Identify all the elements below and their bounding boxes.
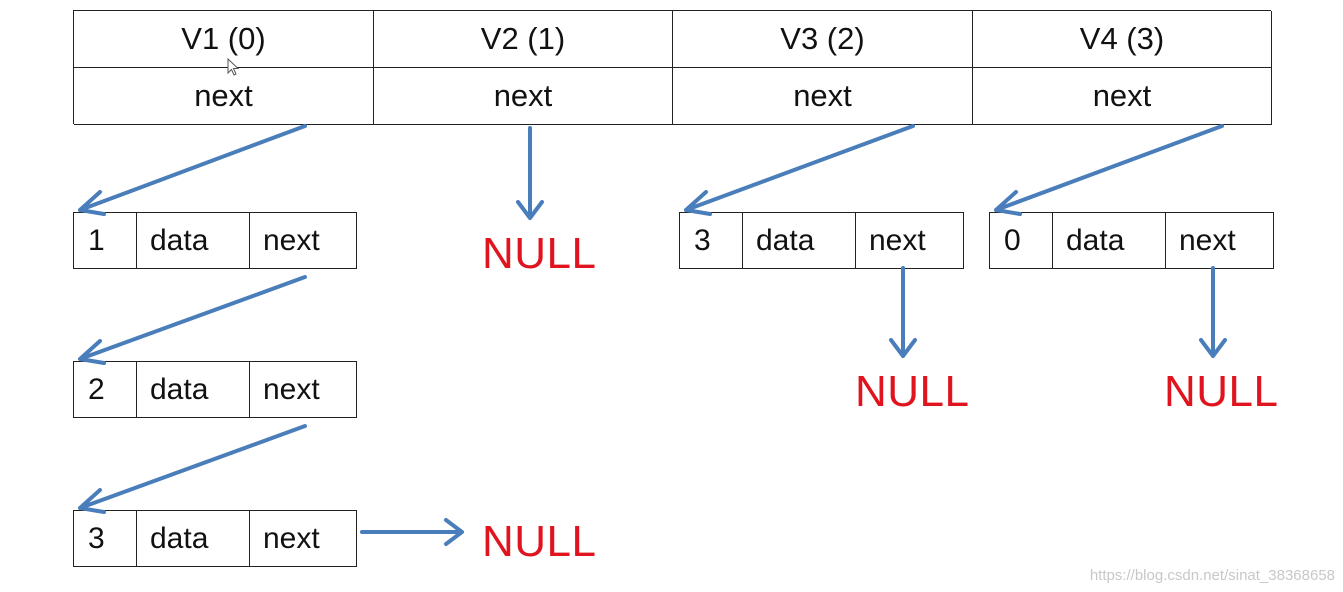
vertex-next-v2: next: [374, 68, 673, 125]
null-label-v1-tail: NULL: [482, 517, 597, 566]
mouse-cursor-icon: [227, 58, 240, 76]
node-next: next: [263, 521, 320, 555]
node-next: next: [869, 223, 926, 257]
watermark: https://blog.csdn.net/sinat_38368658: [1089, 567, 1335, 584]
arrow-node1-to-node2: [78, 275, 307, 365]
arrow-v4-to-node: [994, 124, 1224, 216]
node-index: 3: [74, 511, 137, 566]
arrow-v4node-to-null: [1199, 266, 1227, 358]
node-next: next: [263, 372, 320, 406]
list-node-v1-2: 2 data next: [73, 361, 357, 418]
list-node-v1-1: 1 data next: [73, 212, 357, 269]
list-node-v1-3: 3 data next: [73, 510, 357, 567]
vertex-array-table: V1 (0) V2 (1) V3 (2) V4 (3) next next ne…: [73, 10, 1272, 125]
arrow-v1-to-node1: [78, 124, 307, 216]
node-data: data: [743, 213, 856, 268]
node-data: data: [137, 213, 250, 268]
null-label-v4: NULL: [1164, 367, 1279, 416]
node-index: 2: [74, 362, 137, 417]
node-data: data: [137, 362, 250, 417]
null-label-v2: NULL: [482, 229, 597, 278]
vertex-header-v1: V1 (0): [74, 11, 374, 68]
arrow-v3node-to-null: [889, 266, 917, 358]
node-data: data: [137, 511, 250, 566]
vertex-next-v3: next: [673, 68, 973, 125]
vertex-next-v4: next: [973, 68, 1272, 125]
null-label-v3: NULL: [855, 367, 970, 416]
arrow-v3-to-node: [684, 124, 915, 216]
node-next: next: [263, 223, 320, 257]
arrow-node2-to-node3: [78, 424, 307, 514]
arrow-v2-to-null: [516, 126, 544, 220]
node-index: 1: [74, 213, 137, 268]
vertex-next-v1: next: [74, 68, 374, 125]
vertex-header-v3: V3 (2): [673, 11, 973, 68]
node-next: next: [1179, 223, 1236, 257]
node-index: 0: [990, 213, 1053, 268]
list-node-v4-1: 0 data next: [989, 212, 1274, 269]
node-index: 3: [680, 213, 743, 268]
vertex-header-v4: V4 (3): [973, 11, 1272, 68]
list-node-v3-1: 3 data next: [679, 212, 964, 269]
vertex-header-v2: V2 (1): [374, 11, 673, 68]
arrow-node3-to-null: [360, 518, 464, 546]
node-data: data: [1053, 213, 1166, 268]
